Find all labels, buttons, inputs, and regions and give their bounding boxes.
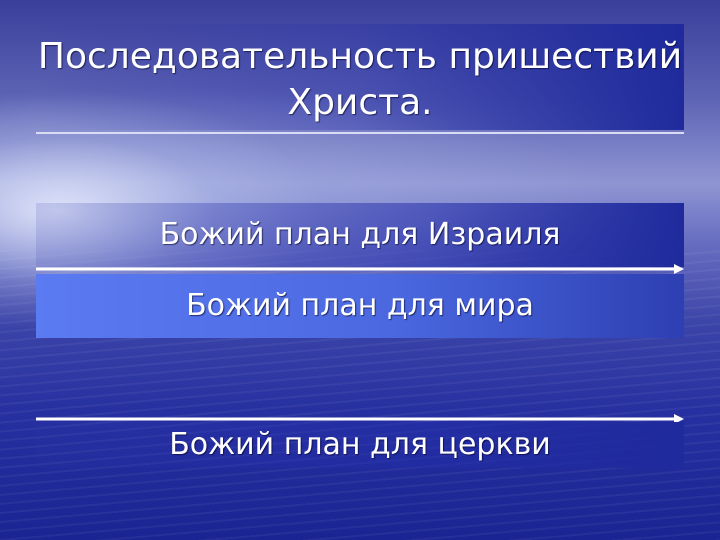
slide-title-panel: Последовательность пришествий Христа. <box>36 24 684 130</box>
israel-plan-bar: Божий план для Израиля <box>36 203 684 267</box>
church-plan-label: Божий план для церкви <box>169 427 551 462</box>
world-plan-bar: Божий план для мира <box>36 274 684 338</box>
church-plan-bar: Божий план для церкви <box>36 422 684 468</box>
timeline-arrow-icon <box>36 264 684 274</box>
israel-plan-label: Божий план для Израиля <box>159 217 561 252</box>
slide-title: Последовательность пришествий Христа. <box>37 36 683 123</box>
timeline-arrow-icon <box>36 414 684 424</box>
title-divider <box>36 132 684 134</box>
world-plan-label: Божий план для мира <box>186 288 534 323</box>
